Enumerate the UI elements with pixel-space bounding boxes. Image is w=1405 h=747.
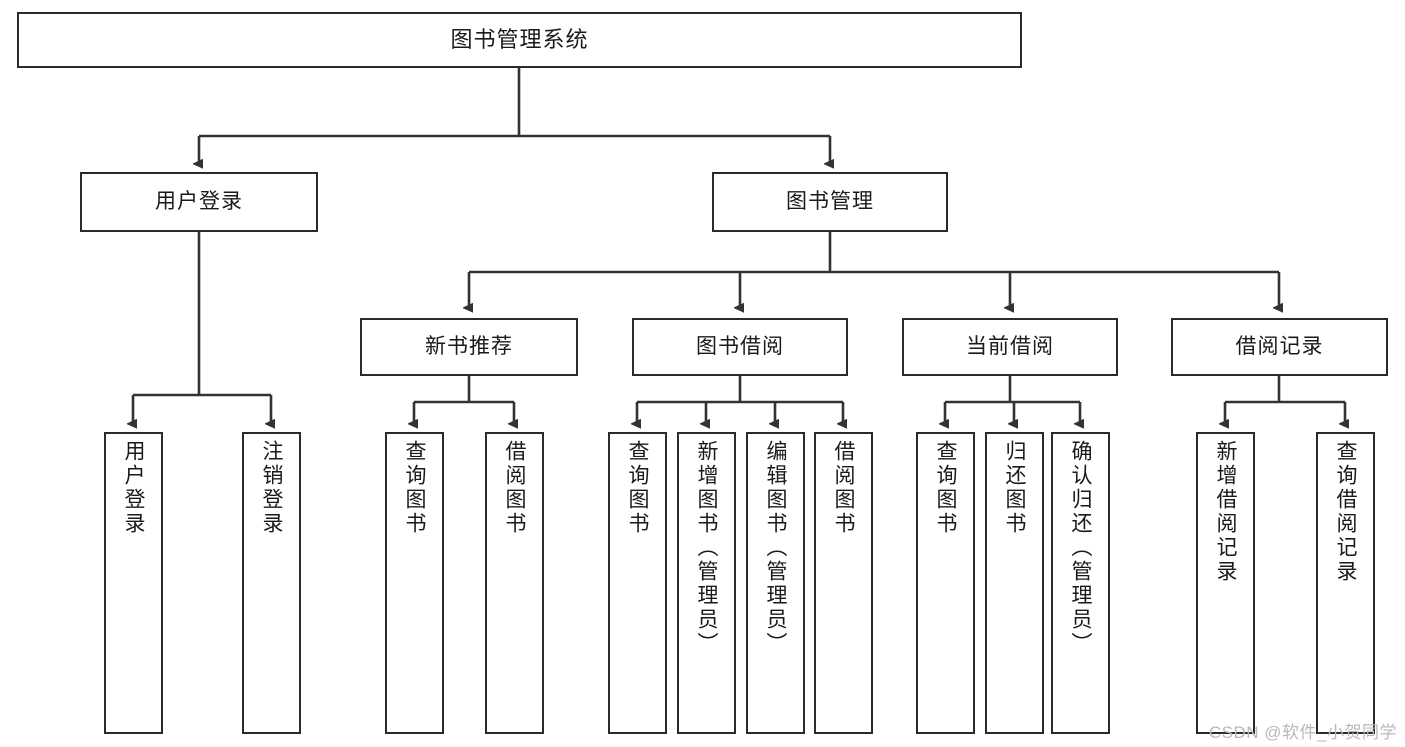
node-label: 图书管理 (786, 189, 874, 213)
leaf-borrow-borrow-book[interactable]: 借阅图书 (814, 432, 873, 734)
leaf-current-confirm-return-admin[interactable]: 确认归还（管理员） (1051, 432, 1110, 734)
node-label: 确认归还（管理员） (1069, 440, 1092, 656)
node-book-management[interactable]: 图书管理 (712, 172, 948, 232)
node-label: 查询图书 (626, 440, 649, 536)
node-current-borrow[interactable]: 当前借阅 (902, 318, 1118, 376)
node-book-borrow[interactable]: 图书借阅 (632, 318, 848, 376)
node-label: 查询图书 (934, 440, 957, 536)
leaf-current-return-book[interactable]: 归还图书 (985, 432, 1044, 734)
leaf-user-login-signin[interactable]: 用户登录 (104, 432, 163, 734)
leaf-borrow-query-book[interactable]: 查询图书 (608, 432, 667, 734)
node-label: 当前借阅 (966, 334, 1054, 358)
node-label: 查询借阅记录 (1334, 440, 1357, 584)
node-label: 用户登录 (122, 440, 145, 536)
node-label: 查询图书 (403, 440, 426, 536)
node-label: 注销登录 (260, 440, 283, 536)
node-label: 编辑图书（管理员） (764, 440, 787, 656)
leaf-current-query-book[interactable]: 查询图书 (916, 432, 975, 734)
leaf-new-book-query[interactable]: 查询图书 (385, 432, 444, 734)
leaf-new-book-borrow[interactable]: 借阅图书 (485, 432, 544, 734)
leaf-record-add[interactable]: 新增借阅记录 (1196, 432, 1255, 734)
leaf-record-query[interactable]: 查询借阅记录 (1316, 432, 1375, 734)
node-label: 借阅记录 (1235, 334, 1324, 358)
node-label: 新书推荐 (425, 334, 513, 358)
node-user-login[interactable]: 用户登录 (80, 172, 318, 232)
node-label: 借阅图书 (503, 440, 526, 536)
node-label: 用户登录 (155, 189, 243, 213)
leaf-user-login-signout[interactable]: 注销登录 (242, 432, 301, 734)
watermark-text: CSDN @软件_小贺同学 (1208, 723, 1397, 742)
node-label: 借阅图书 (832, 440, 855, 536)
node-label: 图书管理系统 (450, 27, 589, 53)
node-root-system[interactable]: 图书管理系统 (17, 12, 1022, 68)
node-label: 归还图书 (1003, 440, 1026, 536)
node-label: 新增借阅记录 (1214, 440, 1237, 584)
leaf-borrow-add-book-admin[interactable]: 新增图书（管理员） (677, 432, 736, 734)
node-label: 新增图书（管理员） (695, 440, 718, 656)
leaf-borrow-edit-book-admin[interactable]: 编辑图书（管理员） (746, 432, 805, 734)
node-borrow-record[interactable]: 借阅记录 (1171, 318, 1388, 376)
node-label: 图书借阅 (696, 334, 784, 358)
node-new-book-recommend[interactable]: 新书推荐 (360, 318, 578, 376)
